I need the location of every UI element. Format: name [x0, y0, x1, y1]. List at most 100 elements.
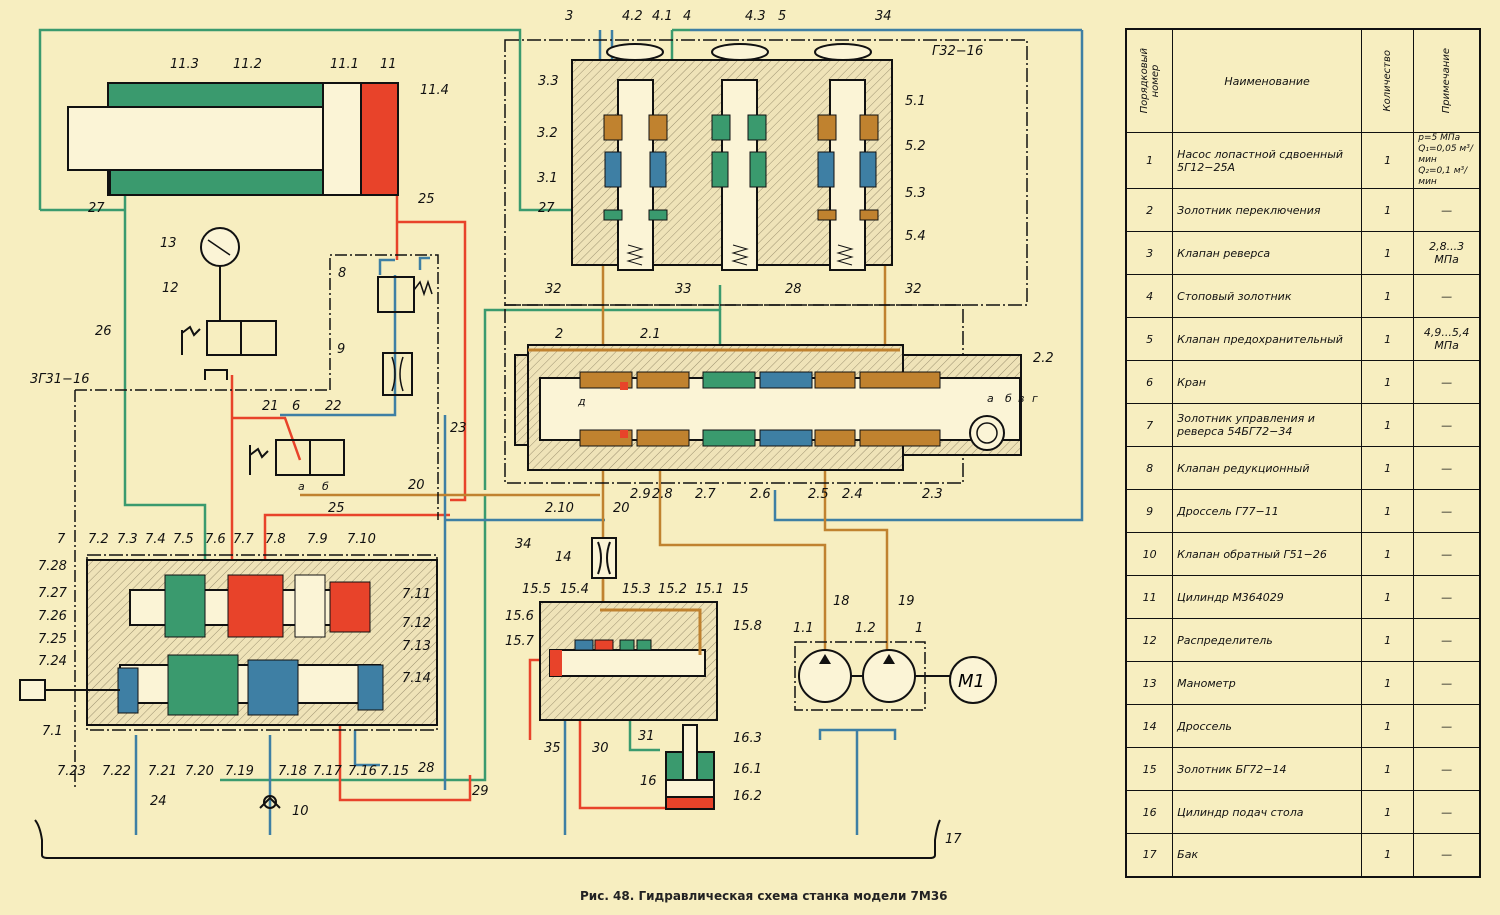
row-name: Клапан обратный Г51−26: [1172, 532, 1362, 576]
svg-text:34: 34: [515, 537, 532, 552]
svg-text:5.4: 5.4: [905, 229, 926, 244]
svg-text:1.1: 1.1: [793, 621, 814, 636]
row-name: Насос лопастной сдвоенный 5Г12−25А: [1172, 132, 1362, 189]
row-num: 11: [1125, 575, 1174, 619]
svg-text:15.7: 15.7: [505, 634, 535, 649]
spool-15: [539, 601, 718, 721]
header-note: Примечание: [1441, 48, 1453, 114]
svg-text:а: а: [987, 392, 994, 405]
row-num: 16: [1125, 790, 1174, 834]
row-name: Золотник переключения: [1172, 188, 1362, 232]
row-qty: 1: [1360, 403, 1415, 447]
svg-text:7.4: 7.4: [145, 532, 166, 547]
svg-text:4.1: 4.1: [652, 9, 673, 24]
row-qty: 1: [1360, 575, 1415, 619]
row-note: —: [1413, 532, 1481, 576]
svg-text:7.9: 7.9: [307, 532, 328, 547]
svg-text:5.2: 5.2: [905, 139, 926, 154]
row-num: 17: [1125, 833, 1174, 877]
svg-text:14: 14: [555, 550, 572, 565]
svg-text:2.4: 2.4: [842, 487, 863, 502]
row-note: —: [1413, 575, 1481, 619]
svg-text:16: 16: [640, 774, 657, 789]
row-qty: 1: [1360, 532, 1415, 576]
row-name: Клапан редукционный: [1172, 446, 1362, 490]
row-qty: 1: [1360, 489, 1415, 533]
row-qty: 1: [1360, 747, 1415, 791]
row-qty: 1: [1360, 446, 1415, 490]
parts-table: Порядковый номер Наименование Количество…: [1125, 28, 1481, 878]
row-note: 2,8...3 МПа: [1413, 231, 1481, 275]
throttle-14: [591, 537, 617, 579]
row-note: —: [1413, 188, 1481, 232]
table-header-row: Порядковый номер Наименование Количество…: [1125, 28, 1481, 133]
row-num: 7: [1125, 403, 1174, 447]
cylinder-11: [67, 82, 399, 196]
row-note: —: [1413, 790, 1481, 834]
svg-text:20: 20: [408, 478, 425, 493]
svg-text:2: 2: [555, 327, 563, 342]
svg-text:7.10: 7.10: [347, 532, 376, 547]
svg-text:22: 22: [325, 399, 342, 414]
row-name: Кран: [1172, 360, 1362, 404]
labels-spool-15: 15.5 15.4 15.3 15.2 15.1 15 15.6 15.7 15…: [505, 582, 762, 649]
row-note: —: [1413, 274, 1481, 318]
svg-text:7.5: 7.5: [173, 532, 194, 547]
svg-text:15.3: 15.3: [622, 582, 651, 597]
row-num: 2: [1125, 188, 1174, 232]
row-name: Цилиндр М364029: [1172, 575, 1362, 619]
svg-text:25: 25: [328, 501, 345, 516]
svg-text:16.3: 16.3: [733, 731, 762, 746]
row-num: 15: [1125, 747, 1174, 791]
svg-text:7.17: 7.17: [313, 764, 343, 779]
svg-text:7.27: 7.27: [38, 586, 68, 601]
row-note: 4,9...5,4 МПа: [1413, 317, 1481, 361]
figure-caption: Рис. 48. Гидравлическая схема станка мод…: [580, 889, 948, 903]
row-name: Манометр: [1172, 661, 1362, 705]
row-qty: 1: [1360, 132, 1415, 189]
row-num: 9: [1125, 489, 1174, 533]
row-num: 12: [1125, 618, 1174, 662]
svg-text:7.2: 7.2: [88, 532, 109, 547]
row-name: Золотник управления и реверса 54БГ72−34: [1172, 403, 1362, 447]
row-num: 5: [1125, 317, 1174, 361]
svg-text:1.2: 1.2: [855, 621, 876, 636]
svg-text:24: 24: [150, 794, 167, 809]
row-name: Клапан реверса: [1172, 231, 1362, 275]
labels-left-mid: 27 25 13 12 8 9 26 21 6 22 23 а б 20 25 …: [30, 192, 630, 552]
svg-text:2.5: 2.5: [808, 487, 829, 502]
row-qty: 1: [1360, 833, 1415, 877]
row-qty: 1: [1360, 231, 1415, 275]
svg-text:29: 29: [472, 784, 489, 799]
svg-text:2.7: 2.7: [695, 487, 716, 502]
row-note: —: [1413, 747, 1481, 791]
svg-text:33: 33: [675, 282, 692, 297]
row-num: 14: [1125, 704, 1174, 748]
pump-unit-1: [794, 641, 997, 711]
row-qty: 1: [1360, 360, 1415, 404]
row-name: Дроссель: [1172, 704, 1362, 748]
svg-text:15.5: 15.5: [522, 582, 551, 597]
row-qty: 1: [1360, 618, 1415, 662]
row-num: 6: [1125, 360, 1174, 404]
row-name: Клапан предохранительный: [1172, 317, 1362, 361]
svg-text:27: 27: [538, 201, 555, 216]
red-lines: [230, 195, 668, 810]
blue-lines: [134, 28, 1084, 835]
svg-text:4.3: 4.3: [745, 9, 766, 24]
svg-text:28: 28: [785, 282, 802, 297]
row-note: —: [1413, 618, 1481, 662]
svg-text:7.18: 7.18: [278, 764, 307, 779]
svg-text:8: 8: [338, 266, 346, 281]
svg-text:д: д: [577, 395, 586, 408]
svg-text:26: 26: [95, 324, 112, 339]
